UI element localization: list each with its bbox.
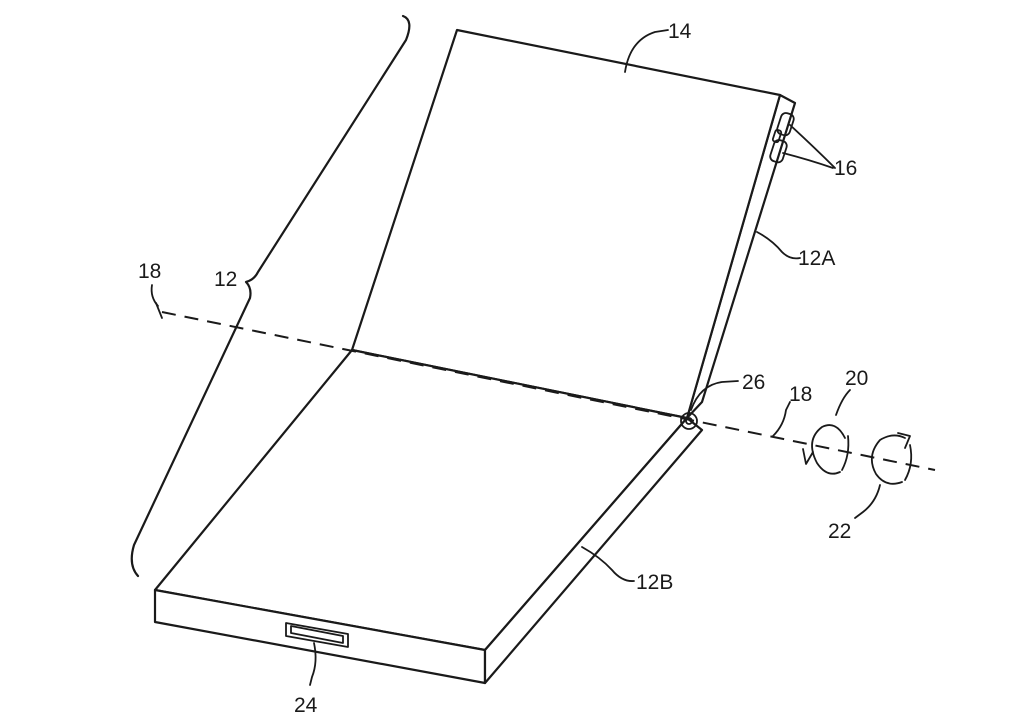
leader-18-left	[150, 284, 159, 307]
leader-14	[624, 29, 669, 73]
device-brace	[130, 14, 411, 578]
label-20: 20	[845, 367, 868, 390]
leader-12b	[581, 546, 635, 582]
port	[285, 622, 349, 648]
label-26: 26	[742, 371, 765, 394]
label-14: 14	[668, 20, 692, 43]
leader-20	[835, 389, 851, 416]
label-18-right: 18	[789, 383, 812, 406]
label-12b: 12B	[636, 571, 673, 594]
leader-16-b	[782, 152, 834, 169]
label-12: 12	[214, 268, 237, 291]
rotation-arrow-22	[870, 432, 913, 485]
leader-18-right	[772, 401, 791, 437]
label-12a: 12A	[798, 247, 835, 270]
label-16: 16	[834, 157, 857, 180]
label-18-left: 18	[138, 260, 161, 283]
leader-12a	[756, 231, 801, 260]
leader-26	[690, 380, 739, 411]
leader-24	[309, 642, 317, 686]
label-22: 22	[828, 520, 851, 543]
folding-axis	[161, 311, 936, 471]
rotation-arrow-20	[802, 424, 850, 475]
lower-housing-side-edge	[483, 416, 704, 685]
label-24: 24	[294, 694, 318, 717]
leader-22	[854, 484, 881, 519]
leader-16-a	[789, 124, 836, 169]
